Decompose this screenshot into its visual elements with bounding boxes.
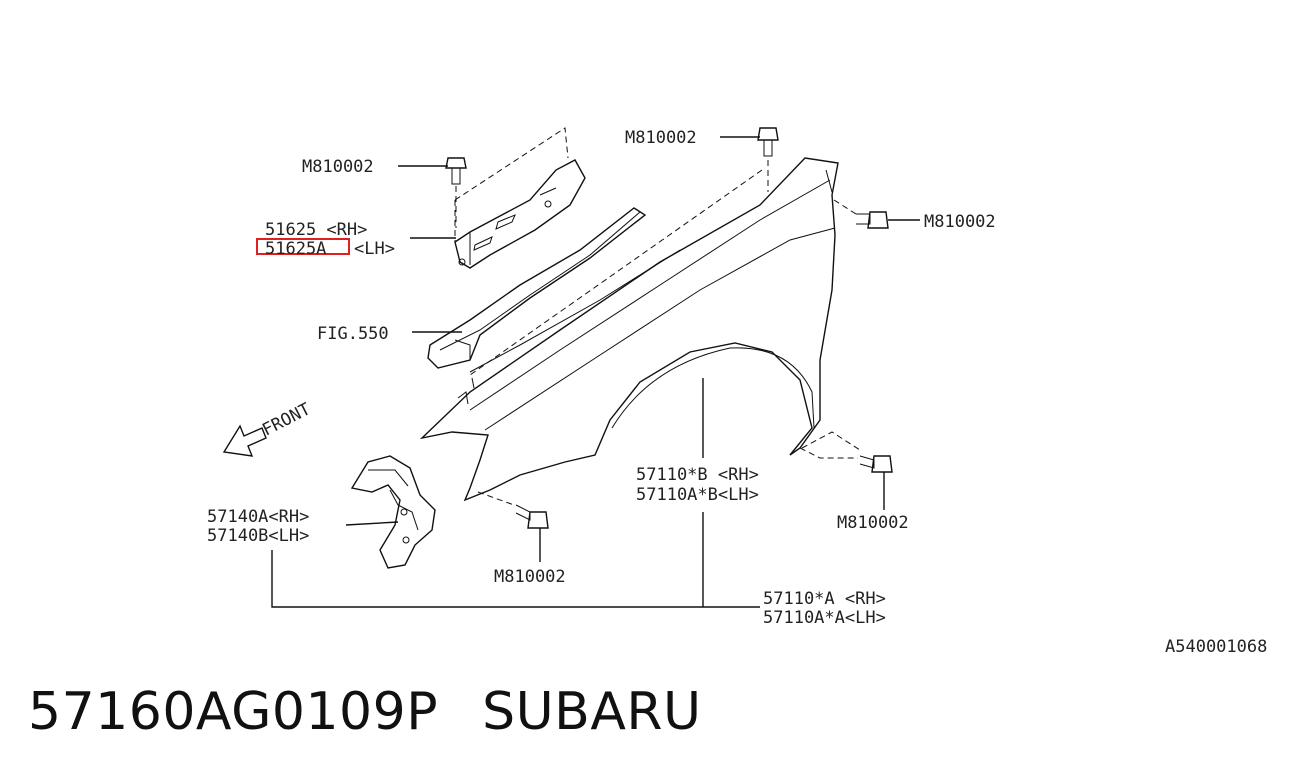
label-fender-b-lh: 57110A*B<LH> — [636, 485, 759, 505]
mud-guard-liner — [350, 455, 436, 569]
label-bolt-top-left: M810002 — [302, 157, 374, 177]
label-fig-ref: FIG.550 — [317, 324, 389, 344]
highlight-box — [256, 238, 350, 255]
bolt-top-left — [445, 157, 467, 228]
label-bracket-lh-part[interactable]: 51625A — [265, 239, 326, 259]
bolt-bottom-right — [799, 431, 893, 473]
fender-panel — [419, 157, 839, 502]
label-bracket-lh-side: <LH> — [354, 239, 395, 259]
page-title: 57160AG0109P SUBARU — [28, 682, 702, 742]
bracket-51625 — [454, 127, 586, 269]
label-liner-lh: 57140B<LH> — [207, 526, 309, 546]
label-bolt-bottom-right: M810002 — [837, 513, 909, 533]
label-bolt-bottom-center: M810002 — [494, 567, 566, 587]
seal-strip — [427, 207, 647, 369]
bolt-top-center — [469, 127, 779, 376]
label-fender-b-rh: 57110*B <RH> — [636, 465, 759, 485]
bolt-right — [833, 199, 889, 229]
label-bolt-top-center: M810002 — [625, 128, 697, 148]
brand-name: SUBARU — [482, 682, 702, 742]
label-bracket-rh: 51625 <RH> — [265, 220, 367, 240]
bolt-bottom-center — [477, 491, 549, 529]
front-arrow: FRONT — [222, 399, 314, 457]
label-fender-a-rh: 57110*A <RH> — [763, 589, 886, 609]
front-label: FRONT — [259, 399, 314, 440]
label-liner-rh: 57140A<RH> — [207, 507, 309, 527]
label-bolt-right: M810002 — [924, 212, 996, 232]
diagram-code: A540001068 — [1165, 637, 1267, 657]
label-fender-a-lh: 57110A*A<LH> — [763, 608, 886, 628]
part-number: 57160AG0109P — [28, 682, 439, 742]
leader-lines — [271, 136, 920, 608]
